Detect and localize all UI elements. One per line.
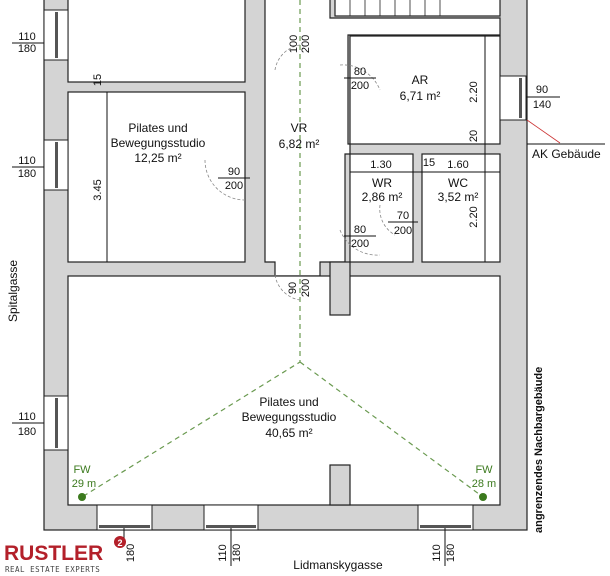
door-swing [339, 229, 381, 256]
room-name-line1: Pilates und [259, 395, 318, 409]
wall-stub [329, 261, 351, 316]
svg-text:180: 180 [125, 544, 137, 562]
room-name-line1: Pilates und [128, 121, 187, 135]
fw-value: 28 m [472, 478, 496, 490]
ak-marker [526, 119, 561, 144]
street-bottom: Lidmanskygasse [293, 558, 383, 572]
door-height: 200 [351, 80, 369, 92]
room-area: 6,71 m² [400, 89, 441, 103]
room-area: 3,52 m² [438, 190, 479, 204]
window-bottom-2[interactable] [203, 504, 259, 531]
room-pilates-large[interactable] [67, 275, 501, 506]
door-height: 200 [351, 238, 369, 250]
room-area: 40,65 m² [265, 426, 312, 440]
dim-width: 1.60 [447, 159, 468, 171]
fw-label: FW [475, 464, 493, 476]
room-area: 12,25 m² [134, 151, 181, 165]
room-top-left [67, 0, 246, 83]
dim-width: 1.30 [370, 159, 391, 171]
svg-text:180: 180 [18, 426, 36, 438]
dim-wall: 15 [423, 157, 435, 169]
room-name: VR [291, 121, 308, 135]
svg-text:REAL ESTATE EXPERTS: REAL ESTATE EXPERTS [5, 565, 100, 574]
svg-text:180: 180 [18, 43, 36, 55]
door-swing [339, 64, 381, 91]
ak-label: AK Gebäude [532, 147, 601, 161]
room-pilates-small[interactable] [67, 91, 246, 263]
dim-height: 2.20 [468, 206, 480, 227]
neighbour-label: angrenzendes Nachbargebäude [533, 367, 545, 533]
dim-height: 3.45 [92, 179, 104, 200]
window-bottom-1[interactable] [96, 504, 153, 531]
room-name: WC [448, 176, 468, 190]
window-left-3[interactable] [43, 395, 69, 451]
door-swing [204, 159, 246, 201]
svg-text:180: 180 [445, 544, 457, 562]
fw-marker [479, 493, 487, 501]
door-width: 100 [288, 35, 300, 53]
svg-text:2: 2 [117, 538, 122, 548]
room-area: 2,86 m² [362, 190, 403, 204]
wall-stub [329, 464, 351, 506]
door-width: 90 [228, 166, 240, 178]
window-ar[interactable] [499, 75, 527, 121]
fw-label: FW [73, 464, 91, 476]
rustler-logo: RUSTLER 2 REAL ESTATE EXPERTS [4, 536, 126, 574]
zone-lines [81, 0, 484, 498]
room-name-line2: Bewegungsstudio [242, 410, 337, 424]
window-label: 110 180 [431, 528, 457, 566]
door-height: 200 [300, 279, 312, 297]
door-width: 80 [354, 66, 366, 78]
door-height: 200 [394, 225, 412, 237]
fw-value: 29 m [72, 478, 96, 490]
door-swing [379, 204, 396, 236]
svg-text:90: 90 [536, 84, 548, 96]
door-height: 200 [225, 180, 243, 192]
svg-text:180: 180 [231, 544, 243, 562]
stair-steps [349, 0, 441, 16]
window-label: 180 [123, 528, 137, 562]
door-width: 80 [354, 224, 366, 236]
svg-text:110: 110 [18, 31, 36, 43]
svg-text:RUSTLER: RUSTLER [4, 542, 103, 565]
fw-marker [78, 493, 86, 501]
room-area: 6,82 m² [279, 137, 320, 151]
svg-text:180: 180 [18, 168, 36, 180]
svg-text:110: 110 [18, 411, 36, 423]
door-width: 70 [397, 210, 409, 222]
dim-wall: 15 [92, 74, 104, 86]
svg-text:110: 110 [431, 544, 443, 562]
street-left: Spitalgasse [6, 260, 20, 322]
stairs [334, 0, 501, 17]
room-ar[interactable] [349, 35, 501, 145]
svg-text:110: 110 [18, 155, 36, 167]
room-name-line2: Bewegungsstudio [111, 136, 206, 150]
dim-height: 2.20 [468, 81, 480, 102]
door-width: 90 [287, 282, 299, 294]
door-height: 200 [300, 35, 312, 53]
window-left-1[interactable] [43, 9, 69, 61]
window-bottom-3[interactable] [417, 504, 474, 531]
dim-wall: 20 [468, 130, 480, 142]
room-name: AR [412, 73, 429, 87]
window-label: 110 180 [217, 528, 243, 566]
window-left-2[interactable] [43, 139, 69, 191]
svg-text:140: 140 [533, 99, 551, 111]
room-name: WR [372, 176, 392, 190]
svg-text:110: 110 [217, 544, 229, 562]
